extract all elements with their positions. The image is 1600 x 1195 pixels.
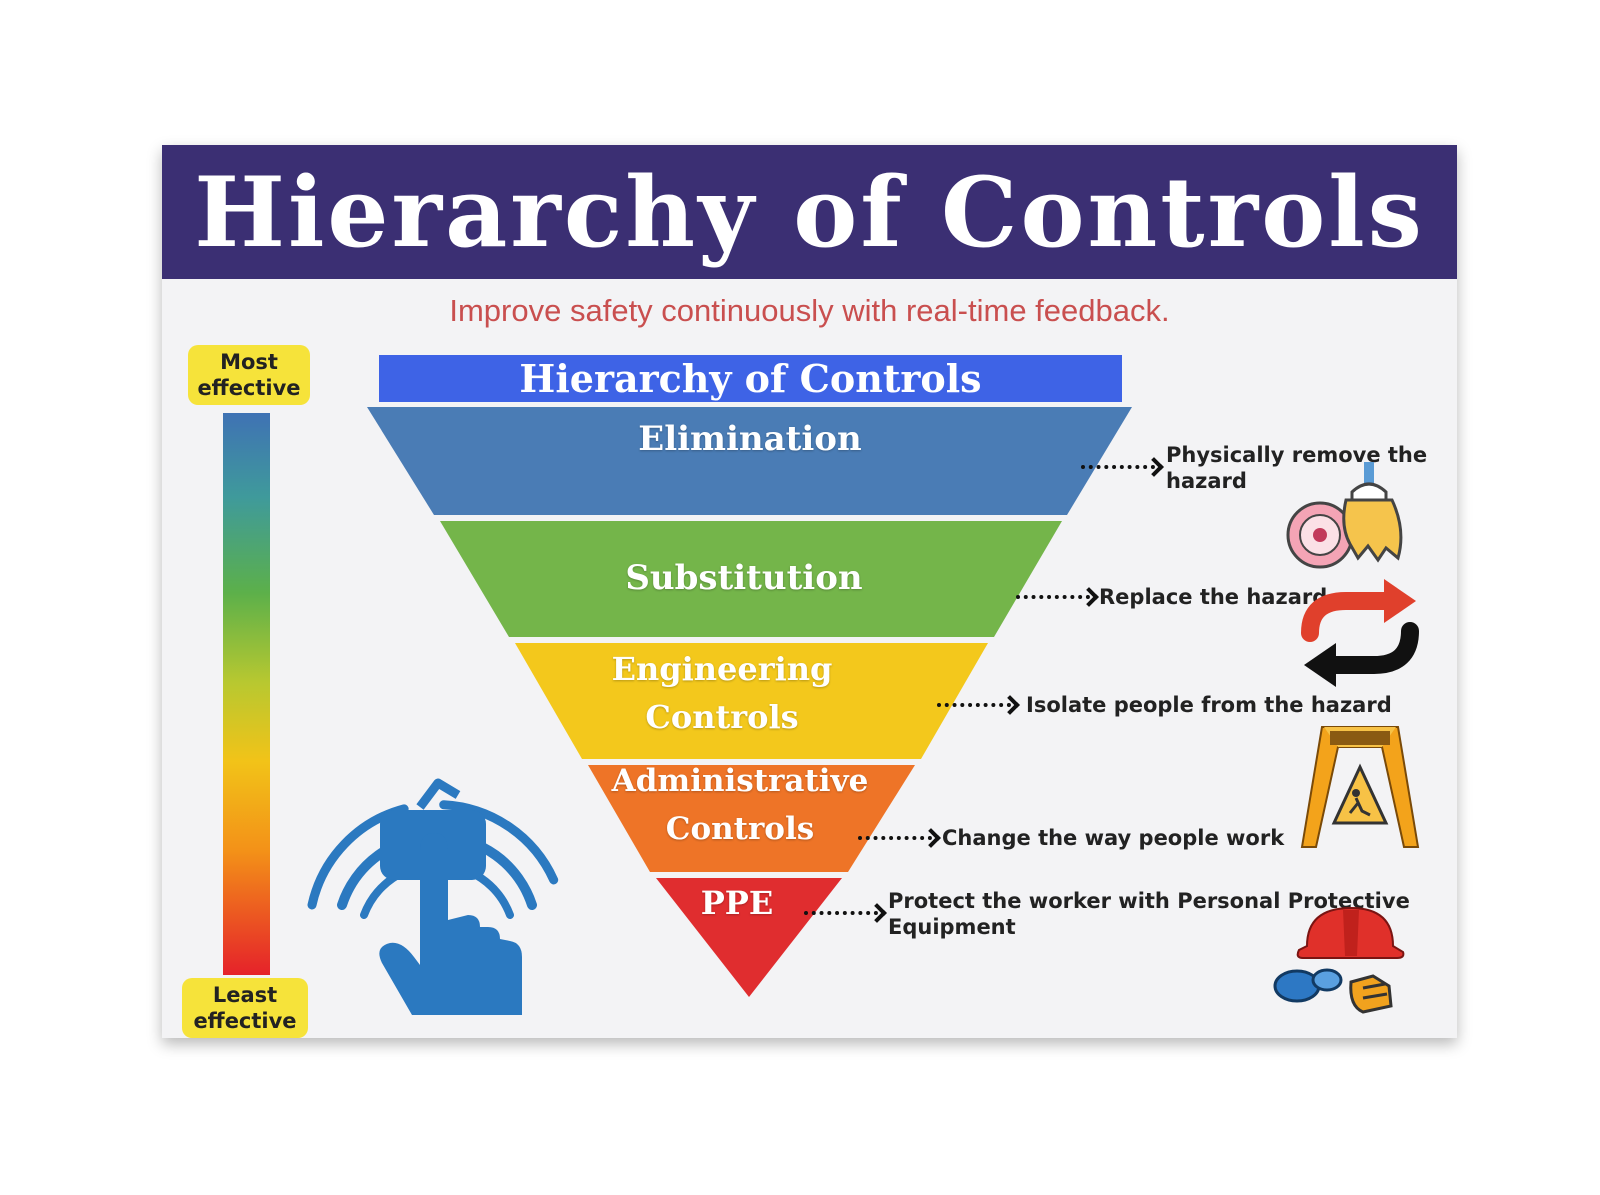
poster-subtitle: Improve safety continuously with real-ti…	[449, 293, 1170, 328]
arrow-administrative	[858, 828, 941, 848]
diagram-title: Hierarchy of Controls	[519, 356, 982, 401]
ppe-gear-icon	[1273, 906, 1405, 1014]
cleaning-hazard-icon	[1286, 462, 1403, 569]
desc-administrative: Change the way people work	[942, 826, 1285, 850]
diagram-title-bar	[379, 355, 1122, 402]
tier-label-substitution: Substitution	[625, 558, 863, 598]
arrow-substitution	[1016, 587, 1099, 607]
hierarchy-poster: Hierarchy of Controls Improve safety con…	[162, 145, 1457, 1038]
replace-arrows-icon	[1301, 579, 1419, 687]
desc-substitution: Replace the hazard	[1099, 585, 1328, 609]
arrow-ppe	[804, 903, 887, 923]
tier-elimination	[367, 407, 1132, 515]
tier-label-ppe: PPE	[700, 884, 774, 922]
most-effective-badge: Most effective	[188, 345, 310, 405]
desc-ppe: Protect the worker with Personal Protect…	[888, 889, 1410, 939]
tier-administrative	[588, 765, 915, 872]
tier-label-engineering: Engineering Controls	[611, 650, 833, 736]
arrow-elimination	[1081, 457, 1164, 477]
tier-ppe	[656, 878, 842, 997]
effectiveness-gradient-bar	[223, 413, 270, 975]
tier-label-administrative: Administrative Controls	[611, 763, 869, 847]
caution-sign-icon	[1300, 726, 1420, 848]
hand-touch-icon	[307, 778, 567, 1015]
hierarchy-funnel	[367, 355, 1132, 997]
tier-label-elimination: Elimination	[638, 419, 862, 459]
desc-elimination: Physically remove the hazard	[1166, 443, 1428, 493]
tier-substitution	[440, 521, 1062, 637]
title-banner: Hierarchy of Controls	[162, 145, 1457, 279]
poster-title: Hierarchy of Controls	[194, 155, 1425, 269]
tier-engineering	[515, 643, 988, 759]
desc-engineering: Isolate people from the hazard	[1026, 693, 1392, 717]
least-effective-badge: Least effective	[182, 978, 308, 1038]
arrow-engineering	[937, 695, 1020, 715]
